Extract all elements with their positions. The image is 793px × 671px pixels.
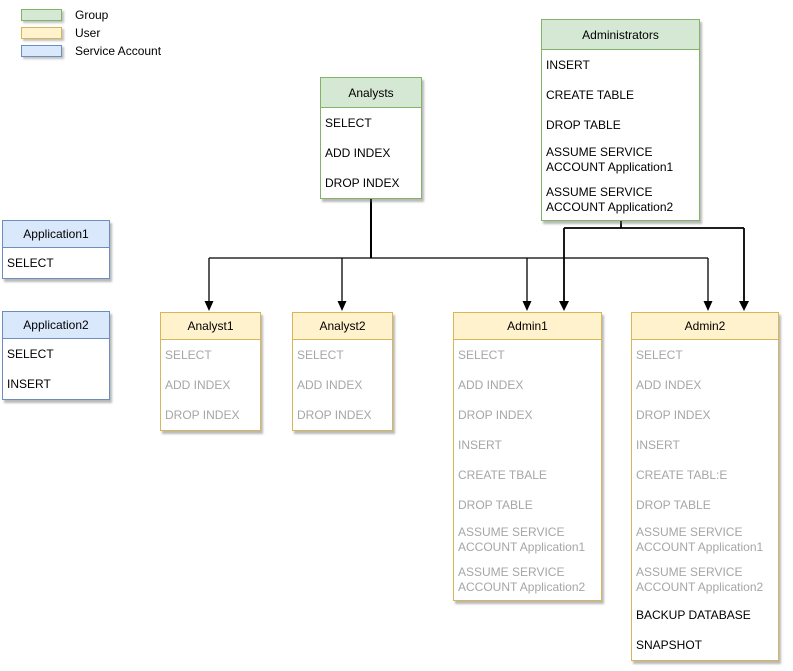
node-admin1[interactable]: Admin1 SELECT ADD INDEX DROP INDEX INSERT CR…: [453, 312, 602, 601]
connector-administrators-group: [563, 218, 745, 302]
group-color-swatch: [21, 9, 62, 21]
permission-item: ADD INDEX: [636, 377, 702, 392]
permission-item: CREATE TABLE: [546, 87, 635, 102]
permission-item: INSERT: [458, 437, 502, 452]
permission-item: DROP INDEX: [636, 407, 711, 422]
permission-item: SNAPSHOT: [636, 637, 703, 652]
permission-item: SELECT: [458, 347, 505, 362]
permission-item: SELECT: [7, 255, 54, 270]
node-application2-title: Application2: [3, 312, 109, 339]
node-admin2-title: Admin2: [632, 313, 778, 340]
arrow-down-icon: [559, 301, 569, 311]
node-administrators[interactable]: Administrators INSERT CREATE TABLE DROP TA…: [541, 19, 700, 221]
permission-item: ASSUME SERVICE ACCOUNT Application2: [636, 565, 764, 594]
legend-label: Service Account: [75, 44, 162, 58]
permission-item: BACKUP DATABASE: [636, 607, 751, 622]
permission-item: DROP INDEX: [325, 175, 400, 190]
permission-item: ASSUME SERVICE ACCOUNT Application2: [546, 185, 674, 214]
permission-item: ADD INDEX: [297, 377, 363, 392]
legend-label: Group: [75, 8, 109, 22]
permission-item: SELECT: [636, 347, 683, 362]
arrowheads: [204, 301, 749, 311]
node-admin1-title: Admin1: [454, 313, 601, 340]
permission-item: SELECT: [7, 346, 54, 361]
permission-item: DROP TABLE: [458, 497, 533, 512]
legend-item-service-account[interactable]: Service Account: [21, 44, 162, 58]
permission-item: ASSUME SERVICE ACCOUNT Application2: [458, 565, 586, 594]
permission-item: INSERT: [546, 57, 590, 72]
arrow-down-icon: [739, 301, 749, 311]
permission-item: SELECT: [325, 115, 372, 130]
node-analyst2-title: Analyst2: [293, 313, 392, 340]
node-analysts[interactable]: Analysts SELECT ADD INDEX DROP INDEX: [320, 77, 422, 199]
node-analyst2[interactable]: Analyst2 SELECT ADD INDEX DROP INDEX: [292, 312, 393, 431]
permission-item: CREATE TBALE: [458, 467, 547, 482]
node-application1-permissions: SELECT: [3, 248, 109, 278]
arrow-down-icon: [204, 301, 214, 311]
permission-item: ASSUME SERVICE ACCOUNT Application1: [458, 525, 586, 554]
node-administrators-title: Administrators: [542, 20, 699, 50]
permission-item: DROP INDEX: [458, 407, 533, 422]
permission-item: INSERT: [636, 437, 680, 452]
node-analyst2-permissions: SELECT ADD INDEX DROP INDEX: [293, 340, 392, 430]
arrow-down-icon: [522, 301, 532, 311]
arrow-down-icon: [703, 301, 713, 311]
arrow-down-icon: [337, 301, 347, 311]
node-analyst1[interactable]: Analyst1 SELECT ADD INDEX DROP INDEX: [160, 312, 261, 431]
permission-item: ADD INDEX: [325, 145, 391, 160]
node-application2[interactable]: Application2 SELECT INSERT: [2, 311, 110, 400]
node-administrators-permissions: INSERT CREATE TABLE DROP TABLE ASSUME SERVI…: [542, 50, 699, 220]
node-analysts-title: Analysts: [321, 78, 421, 108]
legend-item-user[interactable]: User: [21, 26, 161, 40]
permission-item: SELECT: [165, 347, 212, 362]
legend: Group User Service Account: [21, 8, 162, 58]
permission-item: SELECT: [297, 347, 344, 362]
permission-item: CREATE TABL:E: [636, 467, 728, 482]
node-analyst1-title: Analyst1: [161, 313, 260, 340]
node-analyst1-permissions: SELECT ADD INDEX DROP INDEX: [161, 340, 260, 430]
permission-item: DROP INDEX: [165, 407, 240, 422]
permission-item: ADD INDEX: [458, 377, 524, 392]
node-admin2-permissions: SELECT ADD INDEX DROP INDEX INSERT CREATE TA…: [632, 340, 778, 660]
permission-item: ASSUME SERVICE ACCOUNT Application1: [636, 525, 764, 554]
permission-item: ADD INDEX: [165, 377, 231, 392]
permission-item: DROP TABLE: [546, 117, 621, 132]
permission-item: DROP TABLE: [636, 497, 711, 512]
node-admin2[interactable]: Admin2 SELECT ADD INDEX DROP INDEX INSERT CR…: [631, 312, 779, 661]
node-application2-permissions: SELECT INSERT: [3, 339, 109, 399]
permission-item: INSERT: [7, 376, 51, 391]
service-account-color-swatch: [21, 45, 62, 57]
node-admin1-permissions: SELECT ADD INDEX DROP INDEX INSERT CREATE TB…: [454, 340, 601, 600]
legend-label: User: [75, 26, 101, 40]
permission-item: DROP INDEX: [297, 407, 372, 422]
user-color-swatch: [21, 27, 62, 39]
node-application1[interactable]: Application1 SELECT: [2, 220, 110, 279]
node-application1-title: Application1: [3, 221, 109, 248]
node-analysts-permissions: SELECT ADD INDEX DROP INDEX: [321, 108, 421, 198]
permission-item: ASSUME SERVICE ACCOUNT Application1: [546, 145, 674, 174]
legend-item-group[interactable]: Group: [21, 8, 161, 22]
